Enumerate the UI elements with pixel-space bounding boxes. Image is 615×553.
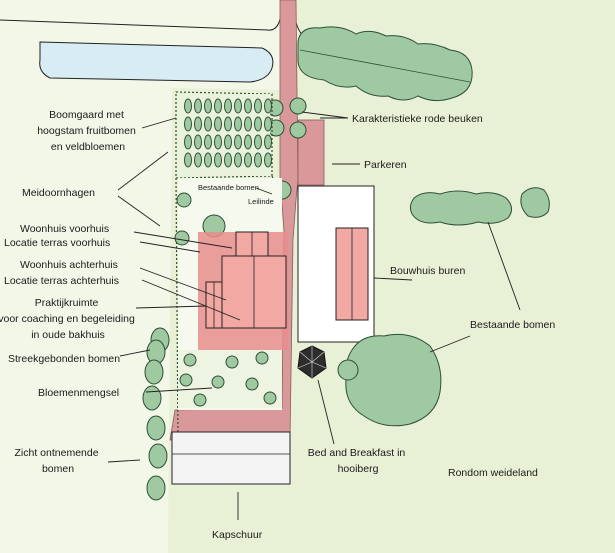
tree-icon	[244, 152, 252, 168]
bb-hayrick-rays	[297, 346, 327, 378]
label-bloemenmengsel: Bloemenmengsel	[38, 387, 119, 399]
tree-icon	[179, 373, 193, 387]
tree-icon	[337, 359, 359, 381]
tree-icon	[224, 98, 232, 114]
tree-icon	[254, 116, 262, 132]
label-meidoornhagen: Meidoornhagen	[22, 187, 95, 199]
tree-icon	[255, 351, 269, 365]
tree-icon	[176, 192, 192, 208]
tree-icon	[193, 393, 207, 407]
tree-icon	[264, 152, 272, 168]
tree-icon	[142, 385, 162, 411]
label-woonhuis-voorhuis: Woonhuis voorhuis Locatie terras voorhui…	[4, 223, 112, 249]
tree-icon	[214, 152, 222, 168]
tree-icon	[244, 134, 252, 150]
large-existing-tree-icon	[345, 333, 442, 427]
tree-icon	[194, 98, 202, 114]
tree-icon	[194, 116, 202, 132]
existing-tree-icon	[520, 187, 550, 218]
tree-icon	[211, 375, 225, 389]
label-kapschuur: Kapschuur	[212, 529, 263, 541]
tree-icon	[254, 98, 262, 114]
tree-icon	[289, 121, 307, 139]
label-bestaande-bomen: Bestaande bomen	[470, 319, 555, 331]
label-boomgaard: Boomgaard met hoogstam fruitbomen en vel…	[37, 109, 139, 153]
tree-icon	[183, 353, 197, 367]
label-praktijkruimte: Praktijkruimte voor coaching en begeleid…	[0, 297, 138, 341]
tree-icon	[204, 116, 212, 132]
label-karakteristieke: Karakteristieke rode beuken	[352, 113, 483, 125]
tree-icon	[254, 134, 262, 150]
tree-icon	[234, 134, 242, 150]
red-beech-axis	[299, 49, 471, 83]
tree-icon	[204, 98, 212, 114]
label-leilinde: Leilinde	[248, 197, 274, 206]
tree-icon	[184, 116, 192, 132]
label-woonhuis-achterhuis: Woonhuis achterhuis Locatie terras achte…	[4, 259, 121, 287]
flower-area-trees	[179, 351, 277, 407]
tree-icon	[224, 134, 232, 150]
red-beech-trees-icon	[297, 26, 473, 102]
tree-icon	[214, 98, 222, 114]
tree-icon	[146, 415, 166, 441]
tree-icon	[146, 475, 166, 501]
tree-icon	[194, 134, 202, 150]
water-ditch	[39, 41, 274, 83]
tree-icon	[224, 116, 232, 132]
tree-icon	[289, 97, 307, 115]
label-bestaande-bomen-small: Bestaande bomen	[198, 183, 259, 192]
tree-icon	[244, 98, 252, 114]
tree-icon	[244, 116, 252, 132]
label-bouwhuis: Bouwhuis buren	[390, 265, 465, 277]
label-streekgebonden: Streekgebonden bomen	[8, 353, 120, 365]
tree-icon	[184, 134, 192, 150]
tree-icon	[254, 152, 262, 168]
label-zicht: Zicht ontnemende bomen	[15, 447, 102, 475]
tree-icon	[148, 443, 168, 469]
tree-icon	[264, 98, 272, 114]
tree-icon	[144, 359, 164, 385]
tree-icon	[204, 134, 212, 150]
tree-icon	[263, 391, 277, 405]
tree-icon	[264, 116, 272, 132]
label-bed-breakfast: Bed and Breakfast in hooiberg	[308, 447, 408, 475]
tree-icon	[224, 152, 232, 168]
tree-icon	[174, 230, 190, 246]
tree-icon	[184, 152, 192, 168]
tree-icon	[245, 377, 259, 391]
label-rondom: Rondom weideland	[448, 467, 538, 479]
red-beech-row	[297, 26, 473, 102]
tree-icon	[184, 98, 192, 114]
existing-trees-group-icon	[409, 190, 512, 226]
kapschuur	[171, 431, 291, 485]
water-edge-top	[0, 0, 283, 31]
leader-lines	[107, 111, 521, 520]
meadow-light-area	[0, 0, 282, 553]
tree-icon	[225, 355, 239, 369]
tree-icon	[214, 116, 222, 132]
label-parkeren: Parkeren	[364, 159, 407, 171]
tree-icon	[264, 134, 272, 150]
tree-icon	[204, 152, 212, 168]
tree-icon	[234, 152, 242, 168]
tree-icon	[214, 134, 222, 150]
orchard-trees	[184, 98, 272, 168]
tree-icon	[234, 116, 242, 132]
tree-icon	[194, 152, 202, 168]
tree-icon	[234, 98, 242, 114]
